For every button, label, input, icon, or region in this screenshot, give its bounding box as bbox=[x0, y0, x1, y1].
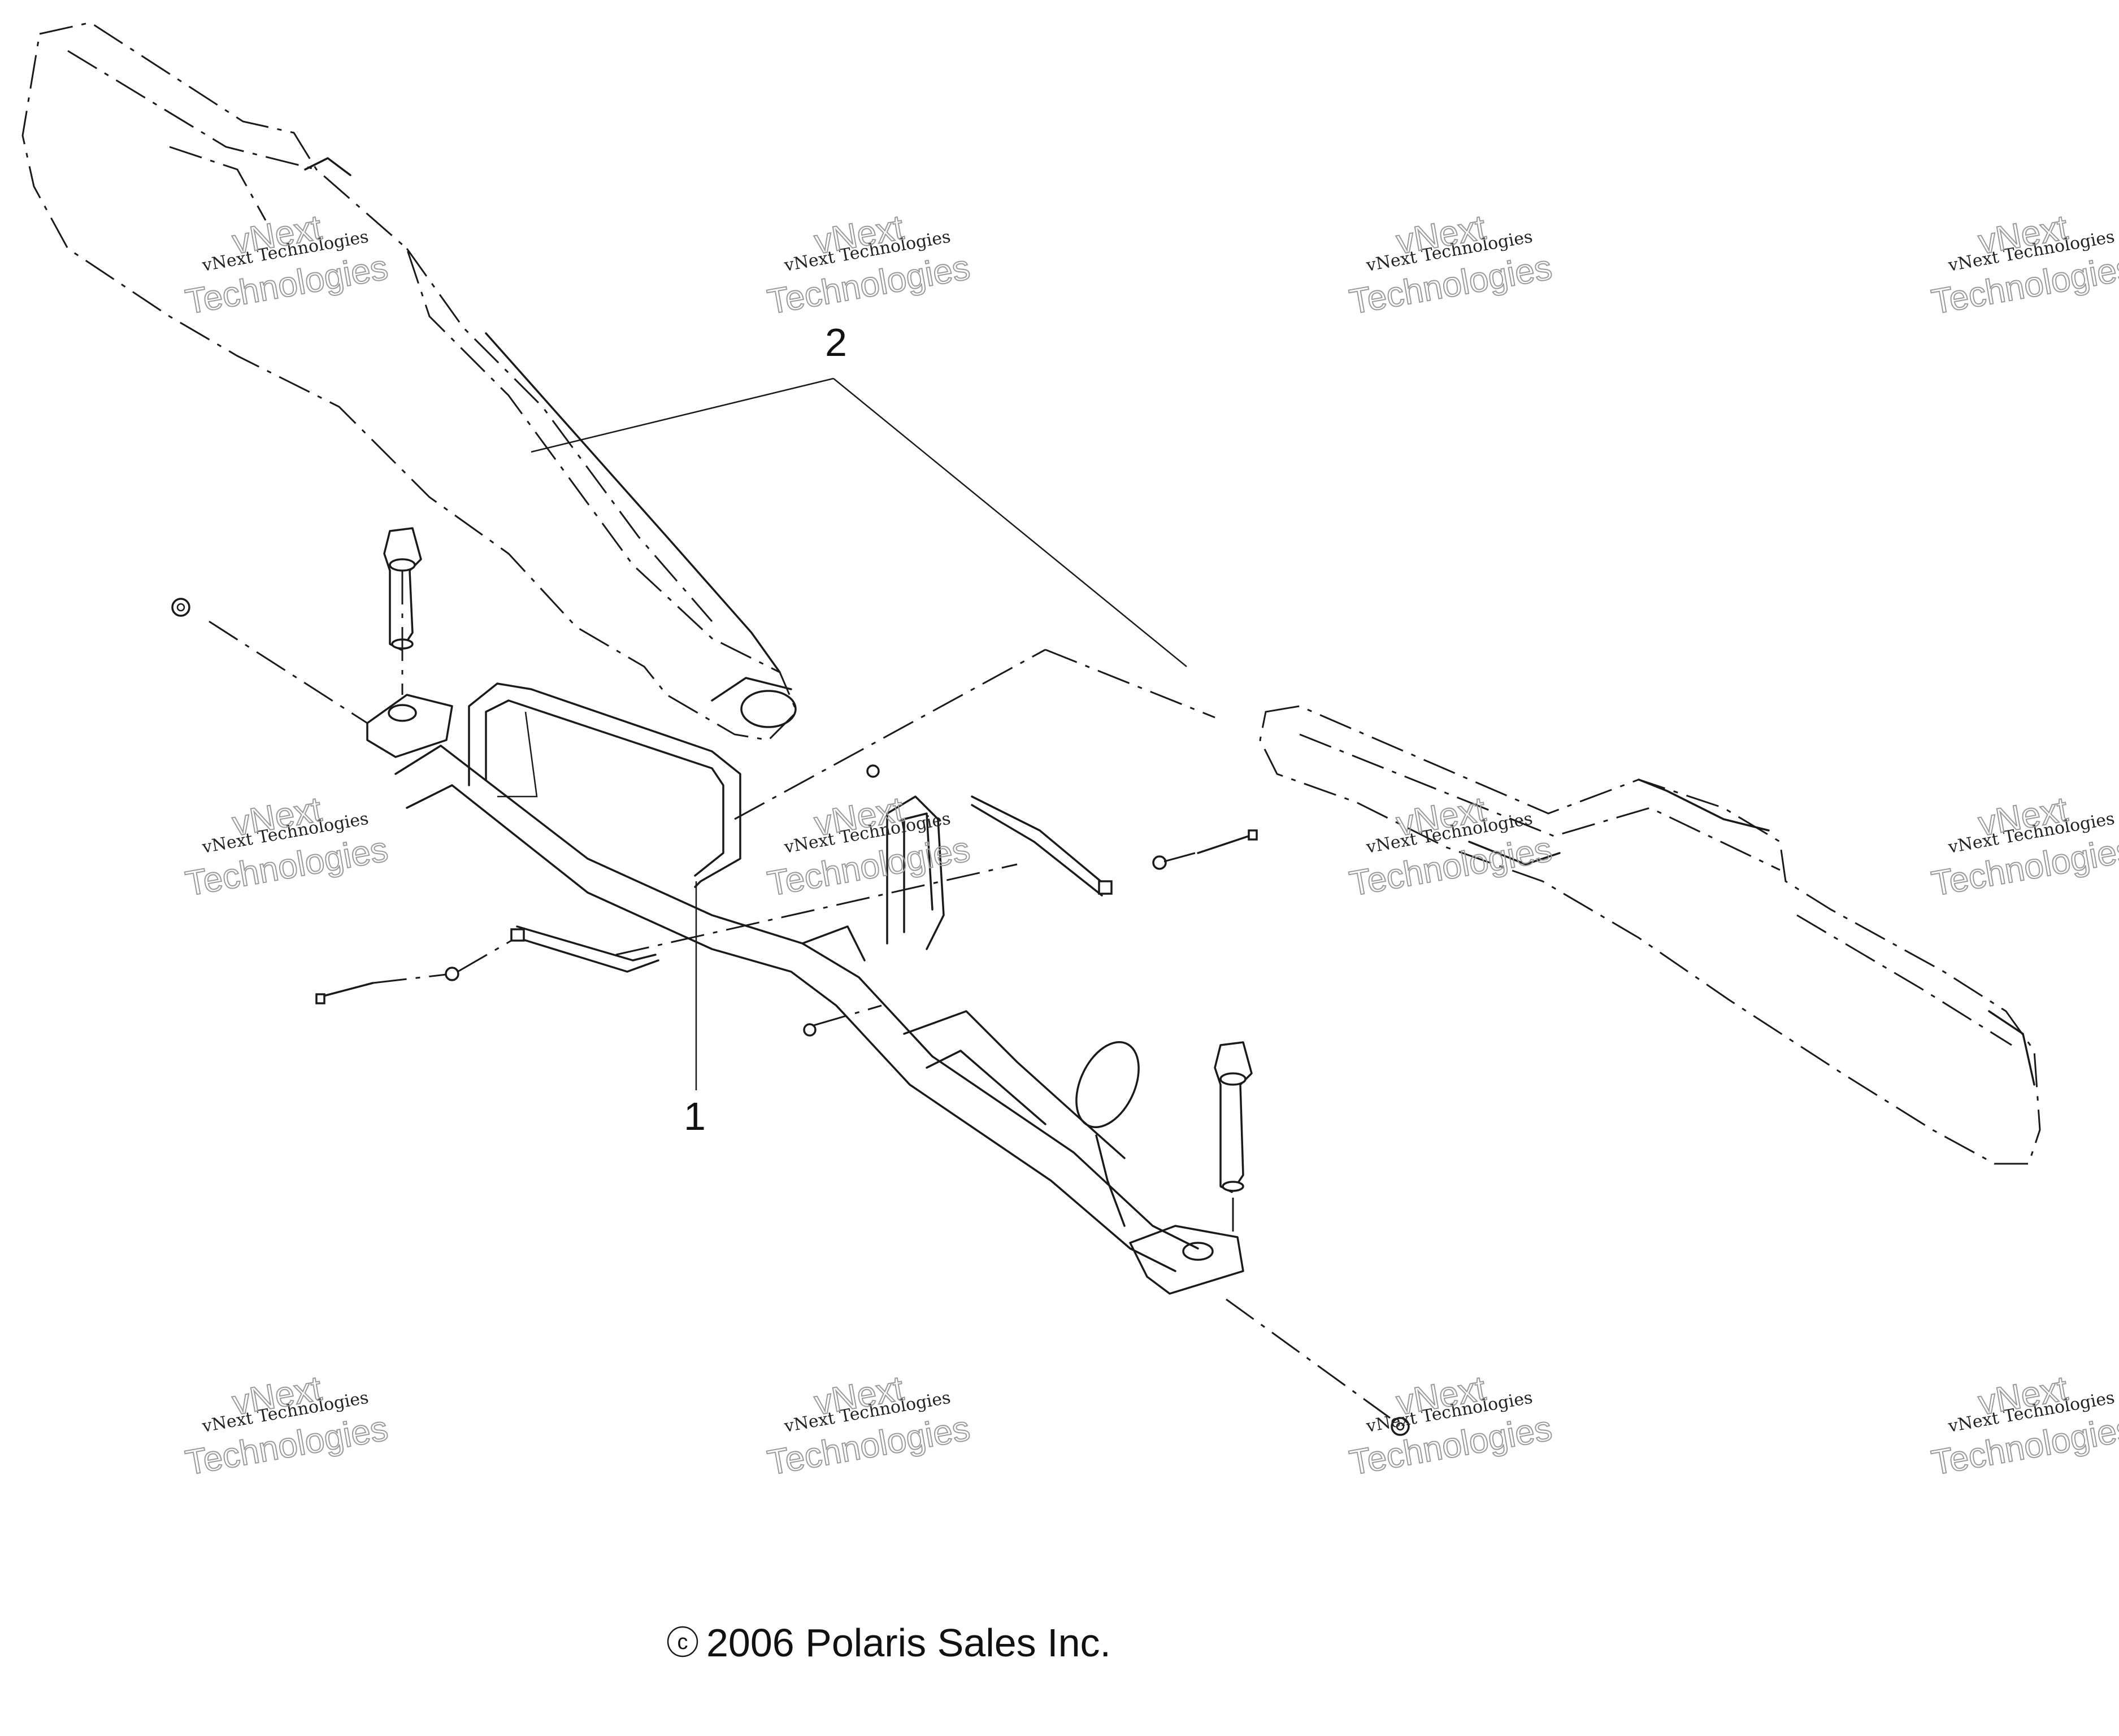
watermark: vNext Technologies vNext Technologies bbox=[764, 1368, 973, 1483]
watermark: vNext Technologies vNext Technologies bbox=[1928, 789, 2119, 904]
copyright-symbol: c bbox=[678, 1630, 688, 1654]
watermark: vNext Technologies vNext Technologies bbox=[1346, 207, 1555, 322]
watermark: vNext Technologies vNext Technologies bbox=[1346, 789, 1555, 904]
watermark: vNext Technologies vNext Technologies bbox=[1346, 1368, 1555, 1483]
copyright-symbol-circle bbox=[667, 1626, 698, 1657]
watermark: vNext Technologies vNext Technologies bbox=[182, 1368, 391, 1483]
callout-leaders bbox=[531, 377, 1187, 1090]
callout-1: 1 bbox=[684, 1094, 706, 1138]
watermark: vNext Technologies vNext Technologies bbox=[764, 789, 973, 904]
copyright-notice: c 2006 Polaris Sales Inc. bbox=[667, 1621, 1111, 1665]
handlebar-frame bbox=[366, 682, 1244, 1295]
watermark: vNext Technologies vNext Technologies bbox=[182, 789, 391, 904]
watermark: vNext Technologies vNext Technologies bbox=[182, 207, 391, 322]
assembly-center-lines bbox=[209, 571, 1391, 1419]
handlebar-pad-left bbox=[21, 21, 798, 741]
watermark: vNext Technologies vNext Technologies bbox=[764, 207, 973, 322]
watermark-grid: vNext Technologies vNext Technologies vN… bbox=[182, 207, 2119, 1483]
handlebar-pad-right bbox=[1259, 705, 2041, 1165]
watermark: vNext Technologies vNext Technologies bbox=[1928, 1368, 2119, 1483]
callout-2: 2 bbox=[825, 320, 847, 364]
mounting-hardware bbox=[171, 527, 1410, 1436]
watermark: vNext Technologies vNext Technologies bbox=[1928, 207, 2119, 322]
copyright-text: 2006 Polaris Sales Inc. bbox=[706, 1621, 1111, 1665]
